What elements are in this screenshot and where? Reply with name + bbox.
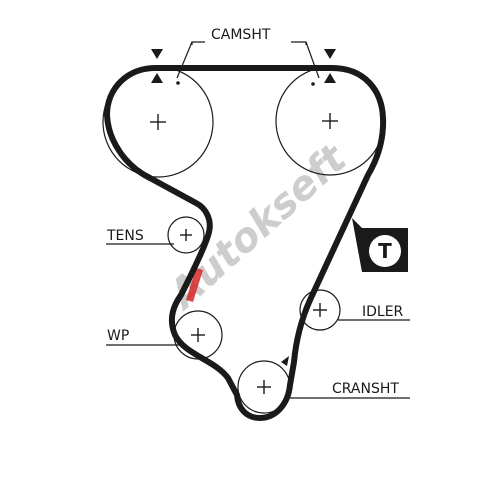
idler-pulley	[299, 289, 341, 331]
crankshaft-label: CRANSHT	[332, 381, 399, 397]
crankshaft-timing-mark-icon	[281, 356, 289, 366]
right-timing-mark-top-icon	[324, 49, 336, 59]
watermark-accent-mark	[186, 268, 203, 302]
left-camshaft-pulley	[102, 66, 214, 178]
tensioner-badge-icon: T	[352, 218, 408, 272]
left-timing-mark-top-icon	[151, 49, 163, 59]
timing-belt	[104, 65, 387, 421]
crankshaft-pulley	[237, 356, 291, 414]
right-camshaft-pulley	[275, 66, 385, 176]
camshaft-callout: CAMSHT	[176, 24, 320, 79]
tensioner-label: TENS	[106, 228, 144, 244]
tensioner-badge-letter: T	[378, 239, 392, 263]
tensioner-pulley	[167, 216, 205, 254]
right-timing-mark-bottom-icon	[324, 73, 336, 83]
water-pump-pulley	[173, 310, 223, 360]
water-pump-label: WP	[107, 328, 129, 344]
timing-marks	[151, 49, 336, 83]
idler-label: IDLER	[362, 304, 404, 320]
left-timing-mark-bottom-icon	[151, 73, 163, 83]
camshaft-label: CAMSHT	[211, 27, 271, 43]
